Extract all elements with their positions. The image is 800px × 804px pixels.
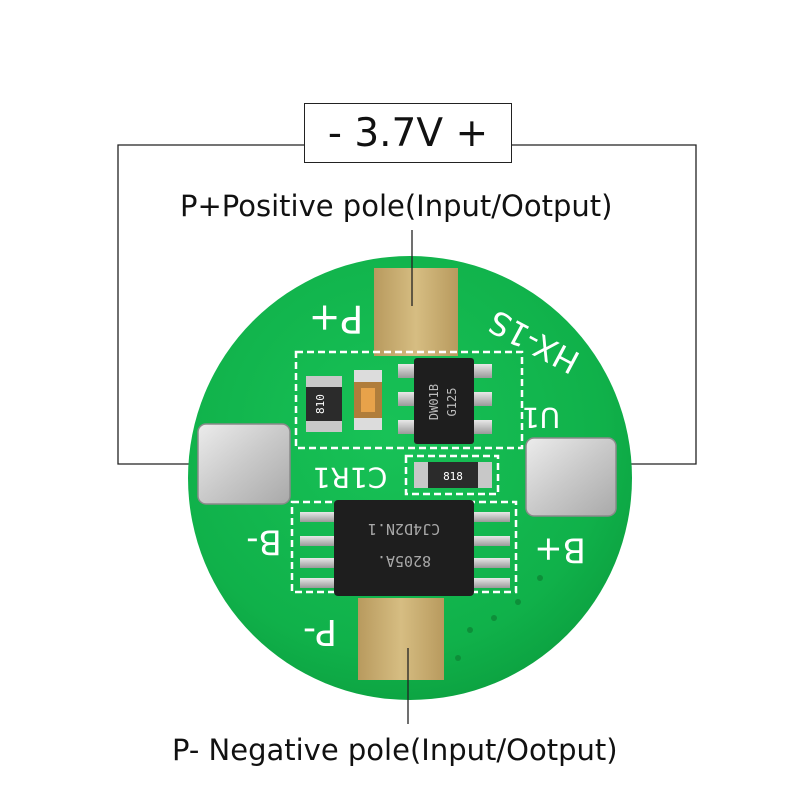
- voltage-label-box: - 3.7V +: [304, 103, 512, 163]
- battery-pads: [197, 423, 617, 517]
- b-plus-pad: [525, 437, 617, 517]
- resistor-top-code: 810: [314, 394, 327, 414]
- right-connection-line: [512, 144, 697, 465]
- connection-lines: [117, 144, 697, 465]
- silk-c1r1: C1R1: [313, 461, 388, 494]
- mosfet-ic: CJ4D2N.1 8205A.: [300, 500, 510, 596]
- p-plus-gold-pad: [374, 268, 458, 356]
- protection-ic-line1: DW01B: [427, 384, 441, 420]
- resistor-top: 810: [306, 376, 342, 432]
- resistor-bottom-code: 818: [443, 470, 463, 483]
- silk-p-minus: P-: [303, 611, 337, 652]
- silk-u1: U1: [522, 401, 560, 434]
- voltage-label: - 3.7V +: [327, 110, 489, 156]
- left-connection-line: [117, 144, 304, 465]
- pcb-disc: [188, 256, 632, 700]
- protection-ic-line2: G125: [445, 388, 459, 417]
- mosfet-ic-line1: CJ4D2N.1: [368, 520, 440, 538]
- capacitor: [354, 370, 382, 430]
- silk-p-plus: P+: [309, 297, 364, 341]
- silk-outline-resistor-bottom: [404, 454, 500, 496]
- positive-pole-caption: P+Positive pole(Input/Ootput): [180, 189, 613, 223]
- p-minus-gold-pad: [358, 598, 444, 680]
- pcb-board: 810 DW01B G125: [188, 256, 632, 700]
- resistor-bottom: 818: [414, 462, 492, 488]
- mosfet-ic-line2: 8205A.: [377, 552, 431, 570]
- negative-pole-caption: P- Negative pole(Input/Ootput): [172, 733, 618, 767]
- silk-b-plus: B+: [534, 530, 586, 570]
- vias: [455, 575, 543, 661]
- b-minus-pad: [197, 423, 291, 505]
- silk-b-minus: B-: [246, 522, 282, 562]
- protection-ic: DW01B G125: [398, 358, 492, 444]
- pointer-lines: [407, 230, 413, 724]
- silk-outline-top-parts: [294, 350, 524, 450]
